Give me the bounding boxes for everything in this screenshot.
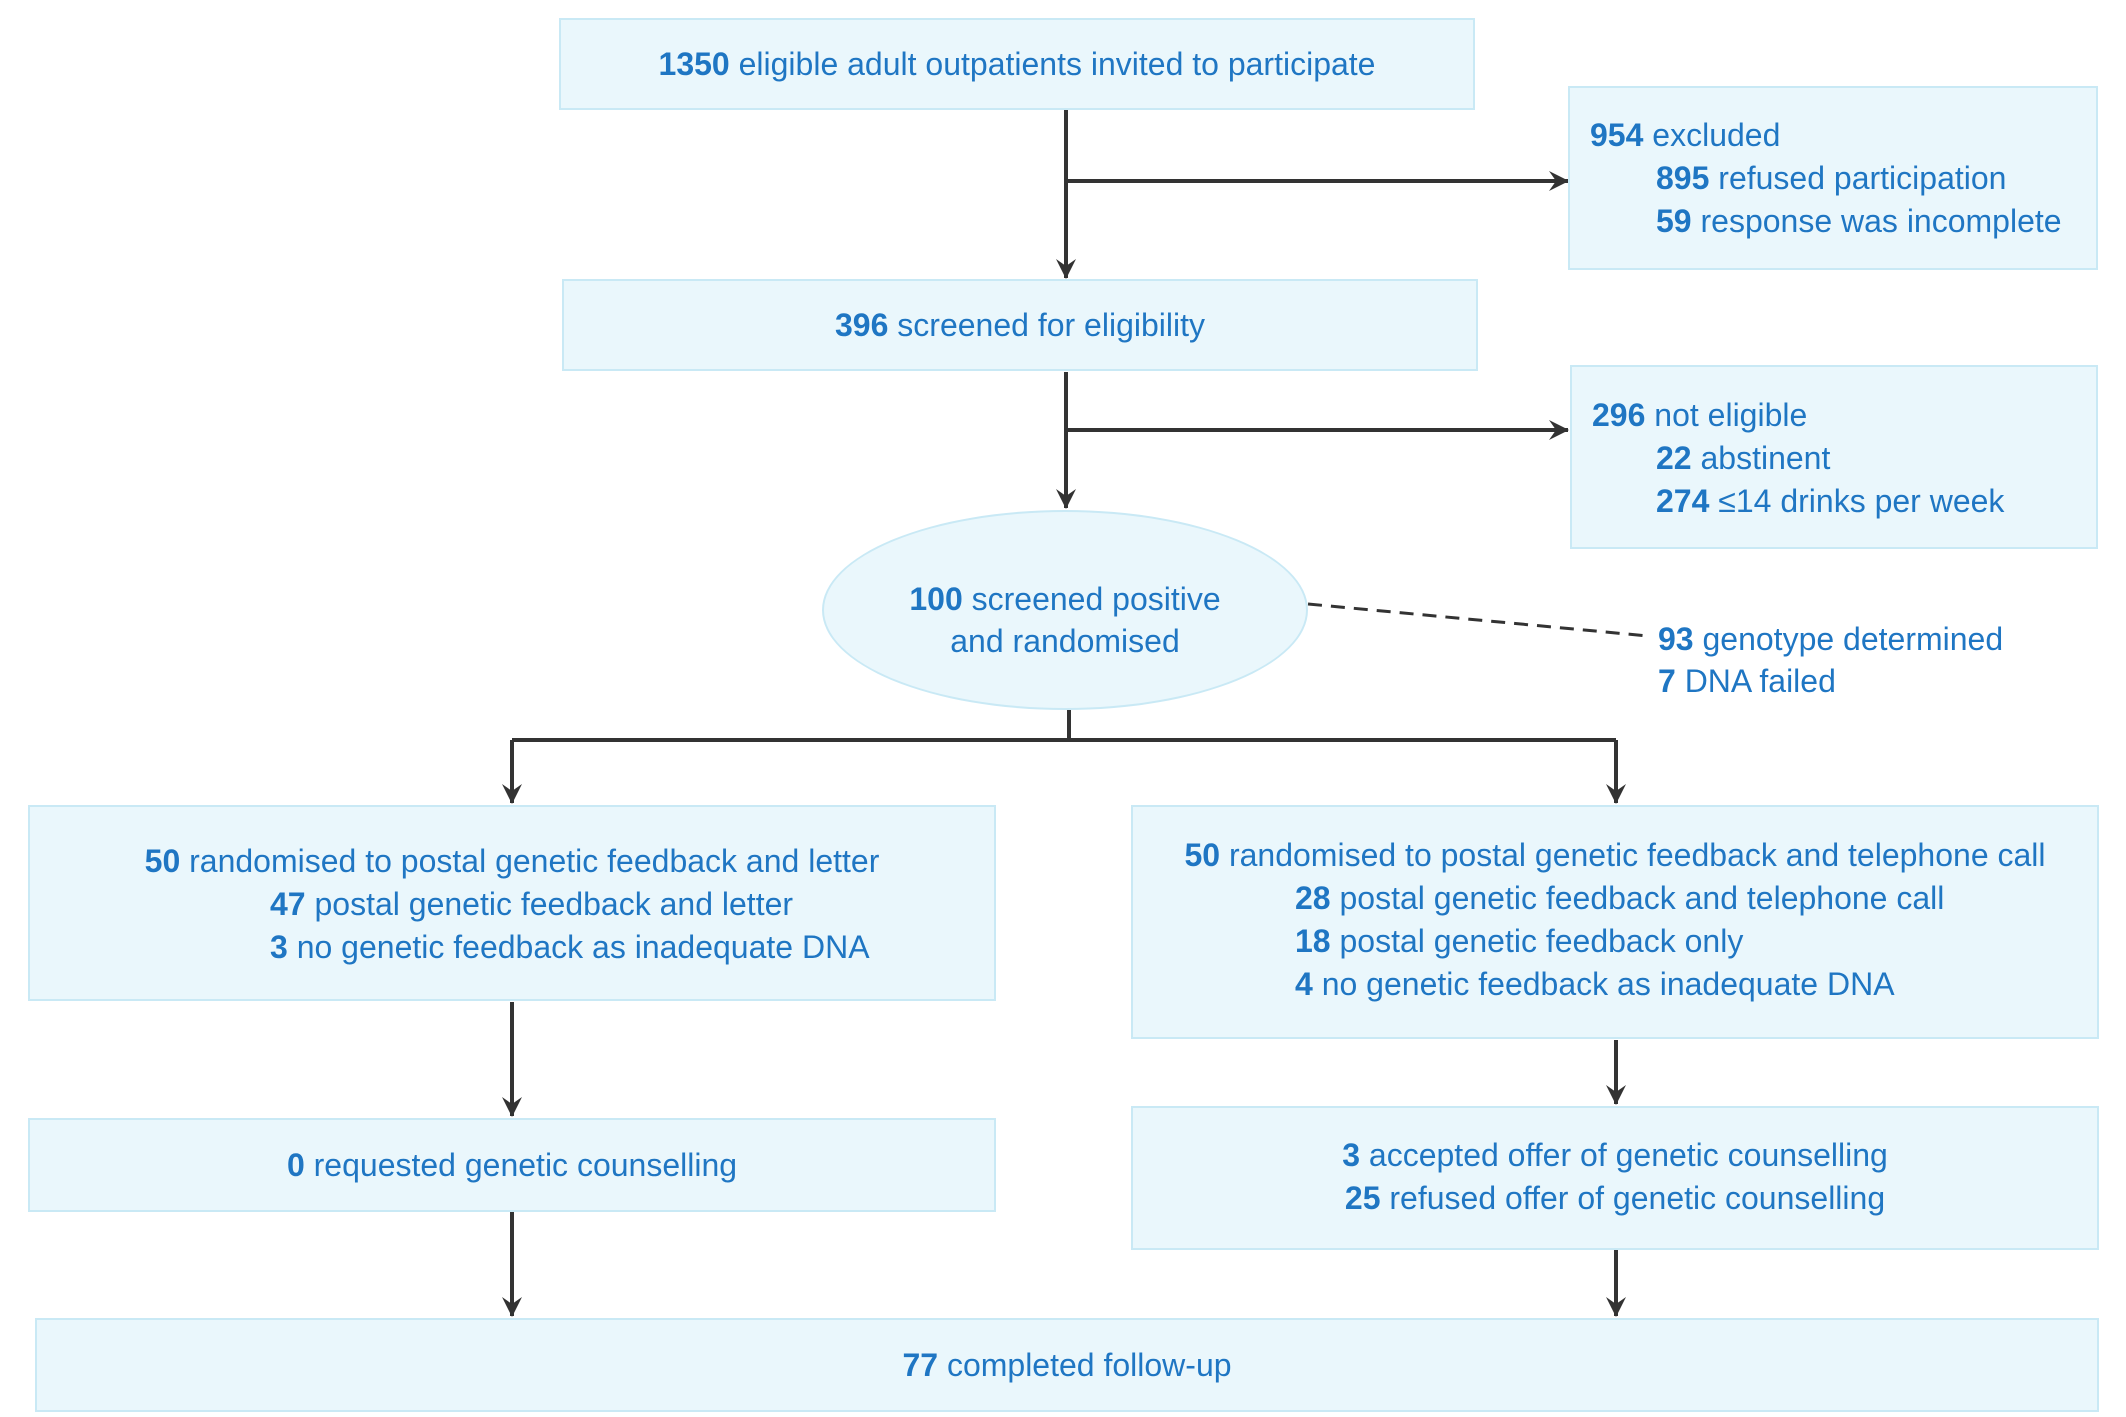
positive-count: 100 <box>909 581 963 617</box>
excluded-line: 954 excluded <box>1590 114 1780 156</box>
counselling-refused-line: 25 refused offer of genetic counselling <box>1133 1177 2097 1219</box>
letter-counselling-count: 0 <box>286 1147 305 1183</box>
genotype-determined-count: 93 <box>1658 621 1694 657</box>
low-drinks-line: 274 ≤14 drinks per week <box>1656 480 2004 522</box>
dna-failed-count: 7 <box>1658 663 1676 699</box>
followup-box: 77 completed follow-up <box>35 1318 2099 1412</box>
phone-received-line: 28 postal genetic feedback and telephone… <box>1295 877 1944 919</box>
not-eligible-count: 296 <box>1592 397 1646 433</box>
genotype-determined-label: genotype determined <box>1702 621 2004 657</box>
letter-received-count: 47 <box>270 886 306 922</box>
abstinent-line: 22 abstinent <box>1656 437 1830 479</box>
positive-line-2: and randomised <box>824 620 1306 662</box>
screened-label: screened for eligibility <box>897 307 1205 343</box>
phone-arm-count: 50 <box>1184 837 1221 873</box>
excluded-label: excluded <box>1652 117 1781 153</box>
refused-label: refused participation <box>1718 160 2007 196</box>
postal-only-line: 18 postal genetic feedback only <box>1295 920 1743 962</box>
invited-label: eligible adult outpatients invited to pa… <box>738 46 1376 82</box>
randomised-ellipse: 100 screened positive and randomised <box>822 510 1308 710</box>
counselling-accepted-count: 3 <box>1342 1137 1361 1173</box>
invited-box: 1350 eligible adult outpatients invited … <box>559 18 1475 110</box>
incomplete-line: 59 response was incomplete <box>1656 200 2062 242</box>
letter-arm-label: randomised to postal genetic feedback an… <box>189 843 880 879</box>
dashed-genotype-link <box>1307 602 1649 638</box>
letter-no-feedback-count: 3 <box>270 929 288 965</box>
counselling-refused-count: 25 <box>1344 1180 1381 1216</box>
phone-no-feedback-count: 4 <box>1295 966 1313 1002</box>
letter-received-label: postal genetic feedback and letter <box>314 886 794 922</box>
genotype-determined-line: 93 genotype determined <box>1658 618 2003 660</box>
postal-only-count: 18 <box>1295 923 1331 959</box>
refused-count: 895 <box>1656 160 1710 196</box>
phone-arm-line: 50 randomised to postal genetic feedback… <box>1133 834 2097 876</box>
letter-arm-box: 50 randomised to postal genetic feedback… <box>28 805 996 1001</box>
low-drinks-count: 274 <box>1656 483 1710 519</box>
counselling-accepted-label: accepted offer of genetic counselling <box>1368 1137 1888 1173</box>
letter-counselling-line: 0 requested genetic counselling <box>30 1144 994 1186</box>
excluded-count: 954 <box>1590 117 1644 153</box>
positive-label-1: screened positive <box>971 581 1221 617</box>
incomplete-label: response was incomplete <box>1700 203 2062 239</box>
counselling-refused-label: refused offer of genetic counselling <box>1389 1180 1886 1216</box>
letter-counselling-label: requested genetic counselling <box>313 1147 738 1183</box>
letter-arm-count: 50 <box>144 843 181 879</box>
abstinent-count: 22 <box>1656 440 1692 476</box>
invited-line: 1350 eligible adult outpatients invited … <box>561 43 1473 85</box>
invited-count: 1350 <box>658 46 730 82</box>
counselling-accepted-line: 3 accepted offer of genetic counselling <box>1133 1134 2097 1176</box>
not-eligible-box: 296 not eligible 22 abstinent 274 ≤14 dr… <box>1570 365 2098 549</box>
dna-failed-line: 7 DNA failed <box>1658 660 1836 702</box>
postal-only-label: postal genetic feedback only <box>1339 923 1744 959</box>
not-eligible-label: not eligible <box>1654 397 1808 433</box>
positive-label-2: and randomised <box>950 623 1180 659</box>
screened-count: 396 <box>835 307 889 343</box>
phone-received-label: postal genetic feedback and telephone ca… <box>1339 880 1945 916</box>
screened-box: 396 screened for eligibility <box>562 279 1478 371</box>
incomplete-count: 59 <box>1656 203 1692 239</box>
positive-line-1: 100 screened positive <box>824 578 1306 620</box>
phone-no-feedback-label: no genetic feedback as inadequate DNA <box>1321 966 1895 1002</box>
letter-no-feedback-line: 3 no genetic feedback as inadequate DNA <box>270 926 870 968</box>
letter-no-feedback-label: no genetic feedback as inadequate DNA <box>296 929 870 965</box>
screened-line: 396 screened for eligibility <box>564 304 1476 346</box>
phone-counselling-box: 3 accepted offer of genetic counselling … <box>1131 1106 2099 1250</box>
letter-received-line: 47 postal genetic feedback and letter <box>270 883 793 925</box>
letter-arm-line: 50 randomised to postal genetic feedback… <box>30 840 994 882</box>
followup-count: 77 <box>902 1347 939 1383</box>
not-eligible-line: 296 not eligible <box>1592 394 1807 436</box>
abstinent-label: abstinent <box>1700 440 1831 476</box>
followup-label: completed follow-up <box>946 1347 1232 1383</box>
phone-received-count: 28 <box>1295 880 1331 916</box>
phone-arm-label: randomised to postal genetic feedback an… <box>1228 837 2046 873</box>
letter-counselling-box: 0 requested genetic counselling <box>28 1118 996 1212</box>
phone-arm-box: 50 randomised to postal genetic feedback… <box>1131 805 2099 1039</box>
phone-no-feedback-line: 4 no genetic feedback as inadequate DNA <box>1295 963 1895 1005</box>
dna-failed-label: DNA failed <box>1684 663 1836 699</box>
refused-line: 895 refused participation <box>1656 157 2006 199</box>
followup-line: 77 completed follow-up <box>37 1344 2097 1386</box>
low-drinks-label: ≤14 drinks per week <box>1718 483 2005 519</box>
excluded-box: 954 excluded 895 refused participation 5… <box>1568 86 2098 270</box>
